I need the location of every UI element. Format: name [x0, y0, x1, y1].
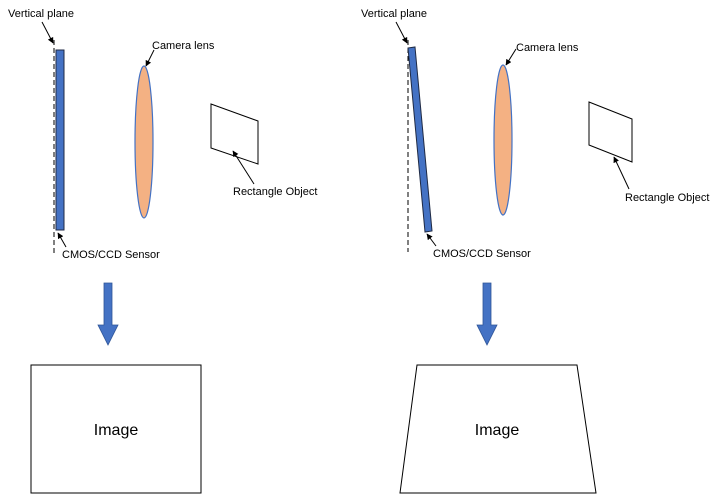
left-down-arrow [97, 282, 119, 346]
right-vertical-plane-pointer [395, 21, 408, 44]
right-sensor-label: CMOS/CCD Sensor [433, 248, 531, 260]
right-image-trapezoid [399, 364, 597, 494]
left-lens-label: Camera lens [152, 40, 215, 52]
right-sensor-pointer [426, 233, 437, 247]
left-setup: Vertical plane Camera lens Rectangle Obj… [8, 8, 317, 494]
right-object-label: Rectangle Object [625, 192, 709, 204]
left-sensor-pointer [57, 232, 67, 248]
right-camera-lens [493, 64, 513, 216]
left-sensor-label: CMOS/CCD Sensor [62, 249, 160, 261]
right-sensor [407, 46, 433, 233]
left-object-label: Rectangle Object [233, 186, 317, 198]
left-rectangle-object [210, 103, 259, 165]
left-camera-lens [134, 65, 154, 219]
left-object-pointer [232, 150, 255, 185]
right-down-arrow [476, 282, 498, 346]
right-vertical-plane-label: Vertical plane [361, 8, 427, 20]
left-sensor [55, 49, 65, 231]
right-setup: Vertical plane Camera lens Rectangle Obj… [361, 8, 709, 494]
right-rectangle-object [588, 101, 633, 163]
right-image-label: Image [475, 422, 520, 439]
right-object-pointer [613, 156, 630, 190]
left-lens-pointer [145, 49, 155, 67]
left-vertical-plane-label: Vertical plane [8, 8, 74, 20]
left-image-label: Image [94, 422, 139, 439]
right-lens-pointer [505, 48, 517, 66]
left-vertical-plane-pointer [41, 21, 54, 44]
right-lens-label: Camera lens [516, 42, 579, 54]
left-image-box [30, 364, 202, 494]
